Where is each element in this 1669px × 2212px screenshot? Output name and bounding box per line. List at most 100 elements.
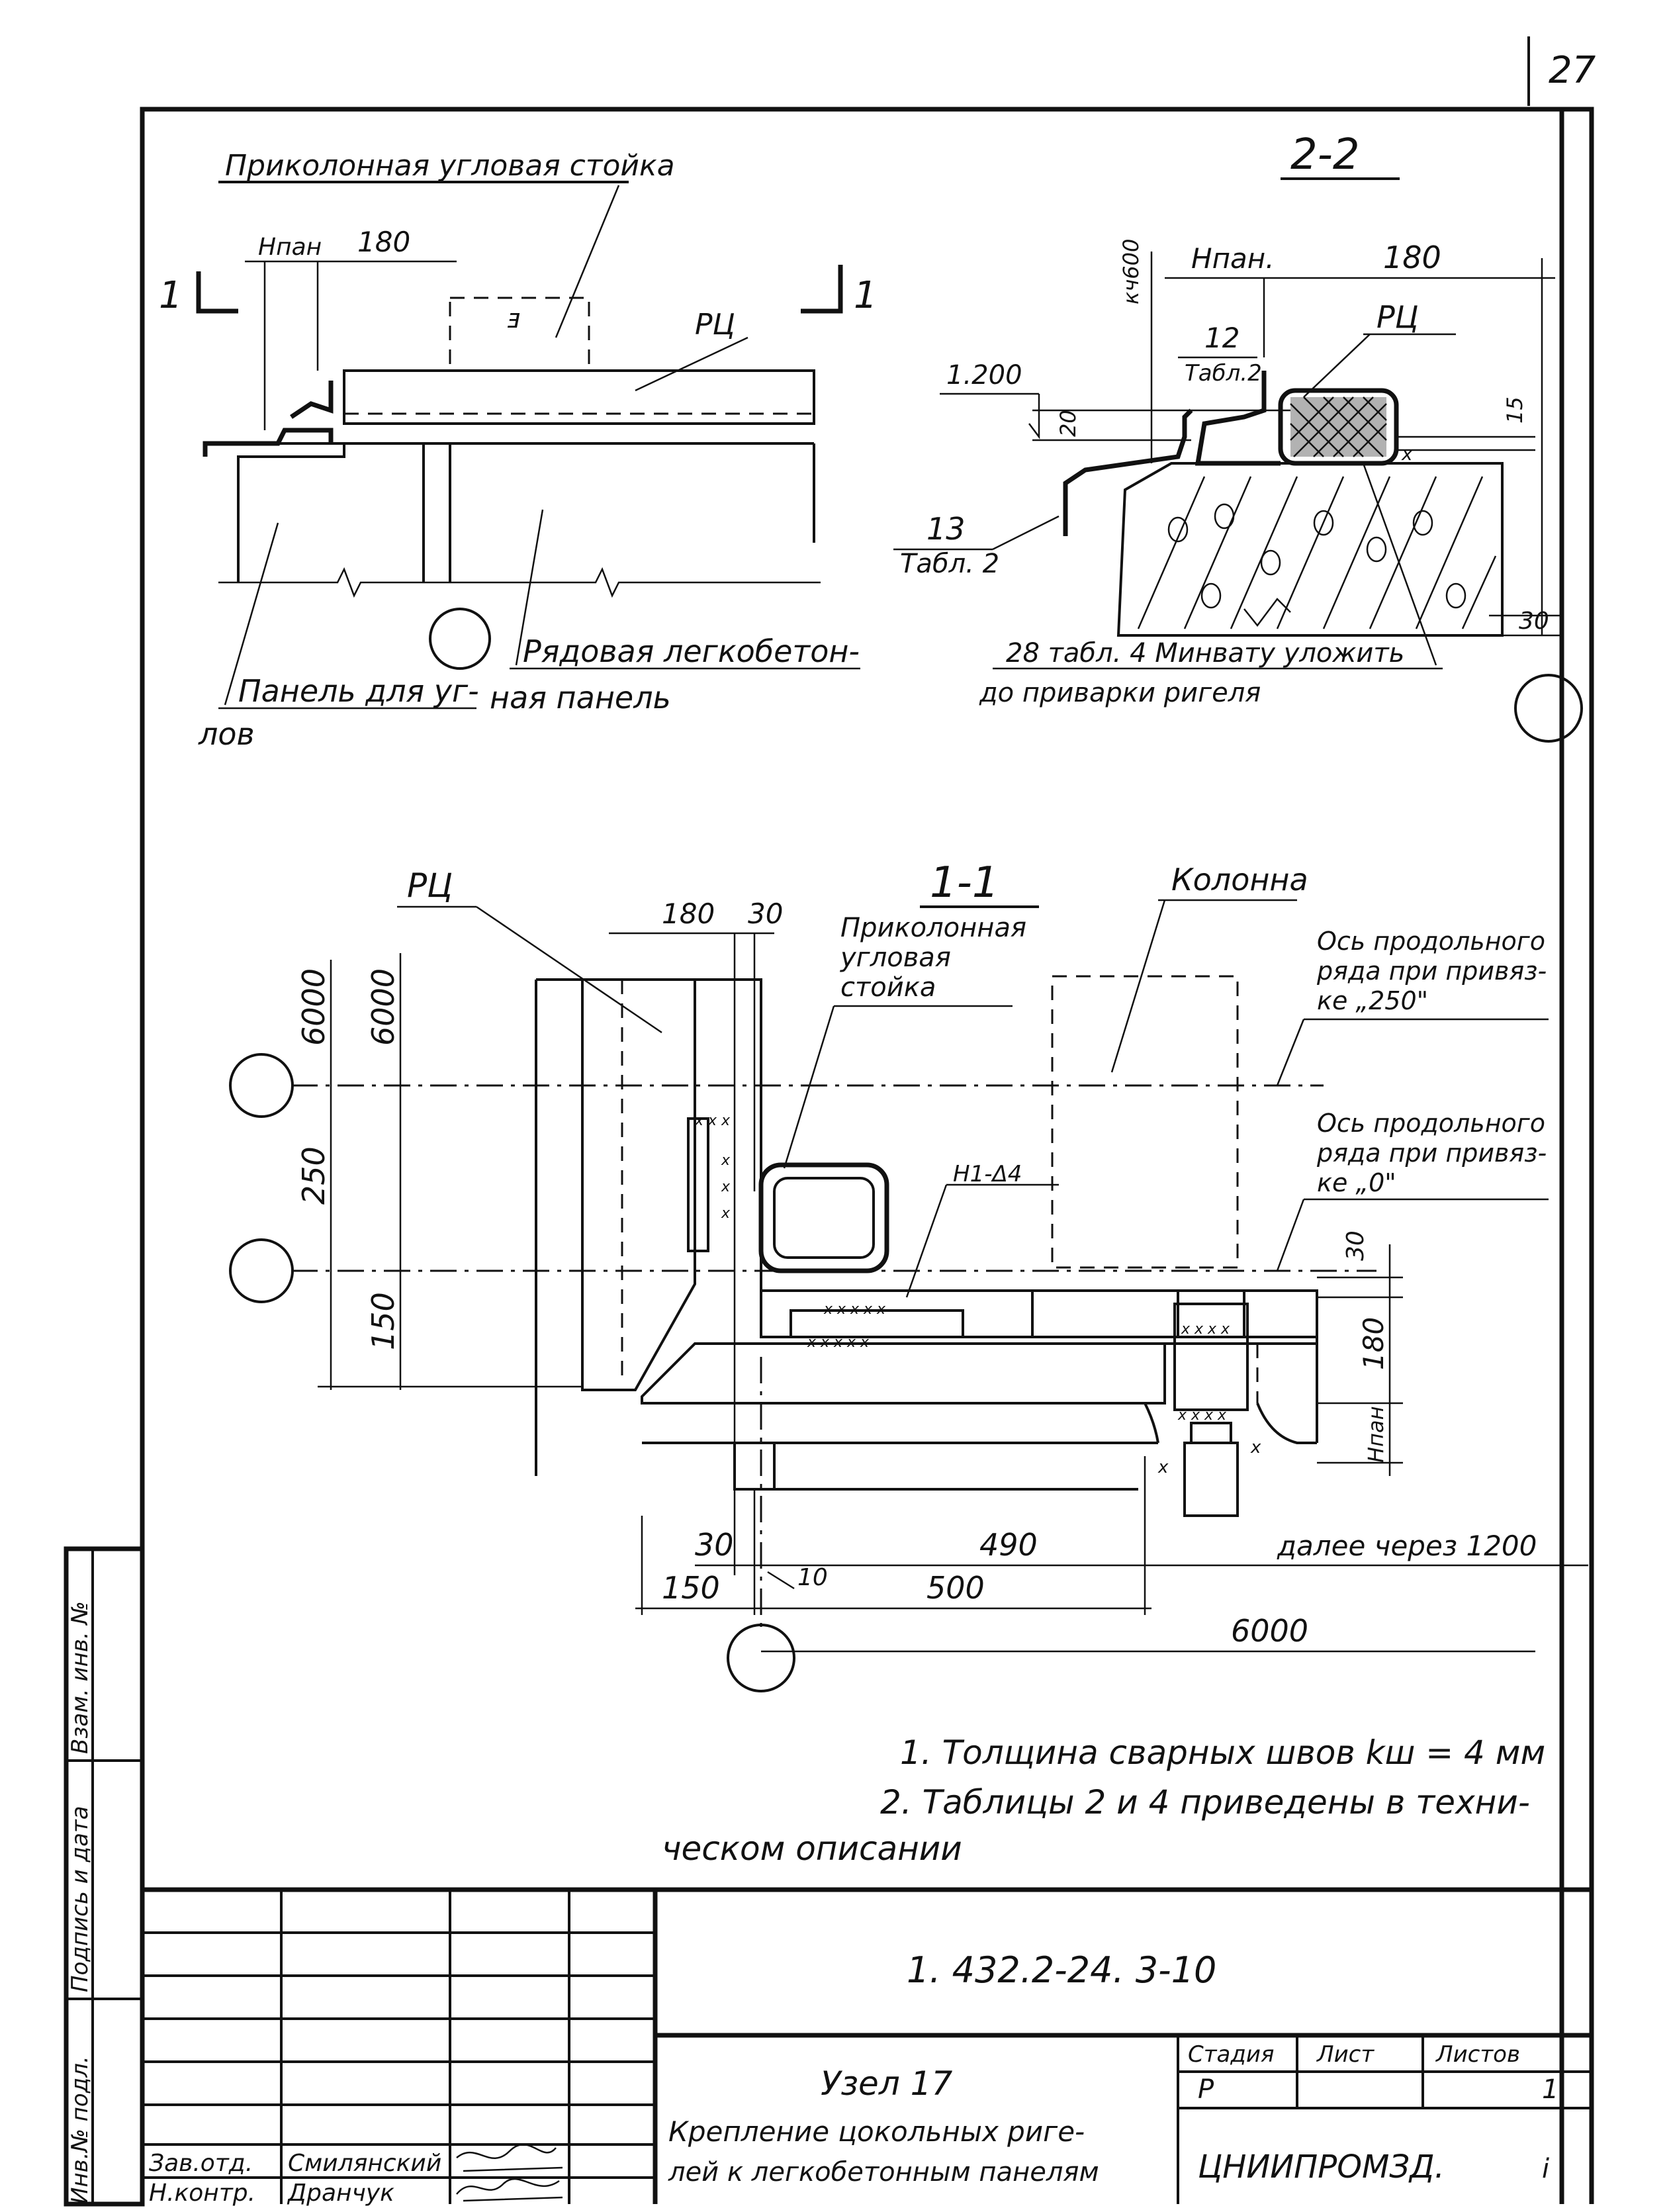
s11-dim-further: далее через 1200 <box>1277 1530 1537 1562</box>
tb-col-sheets-label: Листов <box>1435 2041 1520 2068</box>
s22-weld-x: x <box>1401 443 1413 465</box>
s11-break-curve-2 <box>1256 1403 1317 1444</box>
s11-axis0-2: ряда при привяз- <box>1316 1138 1547 1168</box>
s11-dim-10-leader <box>767 1571 795 1590</box>
row-panel-leader <box>515 509 544 666</box>
s11-square-tube <box>758 1162 889 1273</box>
s11-post <box>1183 1442 1239 1517</box>
s11-dim-6000-a: 6000 <box>296 968 332 1046</box>
svg-text:x: x <box>721 1179 731 1195</box>
s11-axis0-3: ке „0" <box>1317 1168 1396 1197</box>
break-line <box>218 567 821 598</box>
column-dashed <box>449 297 590 372</box>
svg-text:x: x <box>721 1205 731 1222</box>
label-corner-panel-2: лов <box>198 716 255 752</box>
s11-stand-2: угловая <box>840 943 951 973</box>
tb-name-1: Смилянский <box>288 2150 441 2177</box>
s11-ground-panel <box>641 1342 1166 1405</box>
s11-label-rc: РЦ <box>407 866 453 905</box>
s11-dim-6000-bottom: 6000 <box>1231 1613 1308 1649</box>
rigel-rc <box>343 369 815 425</box>
s11-dim-30-top: 30 <box>748 898 783 930</box>
corner-panel <box>237 443 345 582</box>
s22-axis-circle <box>1514 674 1583 743</box>
label-row-panel-2: ная панель <box>490 680 671 715</box>
s22-dim-180: 180 <box>1383 240 1441 275</box>
tb-role-1: Зав.отд. <box>149 2150 253 2177</box>
s22-13-leader <box>992 515 1060 551</box>
corner-panel-leader <box>224 522 279 706</box>
s11-axis250-2: ряда при привяз- <box>1316 956 1547 986</box>
s22-concrete-panel <box>1116 462 1504 637</box>
s11-stand-3: стойка <box>840 972 936 1003</box>
s11-weld-x-a: x <box>1157 1457 1169 1477</box>
s11-axis250-3: ке „250" <box>1317 986 1428 1015</box>
s22-mineral-wool <box>1290 396 1387 457</box>
tb-role-2: Н.контр. <box>149 2180 255 2207</box>
s11-label-column: Колонна <box>1171 862 1308 898</box>
s11-weld-mark: Н1-Δ4 <box>953 1161 1022 1187</box>
s11-dim-30-right: 30 <box>1342 1230 1369 1261</box>
s11-rigel-plate <box>789 1309 964 1338</box>
s22-note-2: до приварки ригеля <box>979 678 1261 708</box>
axis-circle-upper <box>229 1053 294 1118</box>
s11-rigel-upper <box>760 1289 1318 1338</box>
page-number: 27 <box>1549 49 1596 92</box>
s22-profile-13 <box>1063 408 1193 536</box>
s11-dim-490: 490 <box>979 1527 1038 1563</box>
tb-org: ЦНИИПРОМЗД. <box>1198 2148 1445 2186</box>
svg-text:x: x <box>721 1152 731 1169</box>
s11-wall-outline <box>536 978 762 1297</box>
s11-rib-left <box>733 1442 776 1491</box>
s11-weld-mark-leader <box>905 1184 948 1298</box>
s11-dim-150-bottom: 150 <box>662 1570 720 1606</box>
tb-title-3: лей к легкобетонным панелям <box>668 2157 1099 2188</box>
axis-circle-1 <box>429 608 491 670</box>
s22-dim-15: 15 <box>1502 396 1527 424</box>
note-2b: ческом описании <box>662 1829 962 1868</box>
s22-dim-30: 30 <box>1519 608 1549 635</box>
s11-dim-6000-b: 6000 <box>365 968 401 1046</box>
label-corner-panel-1: Панель для уг- <box>238 673 479 709</box>
rc-leader <box>635 336 748 392</box>
profile-13 <box>203 428 334 457</box>
axis-circle-lower <box>229 1238 294 1303</box>
dim-180: 180 <box>357 226 410 258</box>
side-stamp: Инв.№ подл. Подпись и дата Взам. инв. № <box>64 1546 145 2207</box>
break-mark: ⱻ <box>506 304 520 334</box>
title-block: 1. 432.2-24. 3-10 Узел 17 Крепление цоко… <box>142 1887 1592 2207</box>
s22-dim-hpan: Нпан. <box>1191 242 1275 275</box>
profile-12 <box>290 381 334 419</box>
s11-dim-180-top: 180 <box>662 898 715 930</box>
s11-dim-150: 150 <box>365 1292 401 1350</box>
s11-stand-leader <box>783 1005 835 1169</box>
s11-axis250-1: Ось продольного <box>1317 927 1545 956</box>
cut-label-left: 1 <box>159 274 183 317</box>
s11-dim-10: 10 <box>797 1564 828 1591</box>
s11-dim-250: 250 <box>296 1146 332 1205</box>
s11-dim-180-right: 180 <box>1357 1317 1390 1370</box>
note-1: 1. Толщина сварных швов kш = 4 мм <box>900 1733 1545 1772</box>
s22-dim-k600: кч600 <box>1118 239 1144 304</box>
s11-weld-x-b: x <box>1250 1438 1261 1457</box>
s11-weld-x-row1: x x x x x <box>823 1301 886 1318</box>
s22-label-13-tab: Табл. 2 <box>900 549 999 579</box>
s22-rc-leader <box>1303 334 1371 398</box>
label-row-panel-1: Рядовая легкобетон- <box>523 633 860 669</box>
s11-rc-panel <box>581 978 696 1391</box>
section-2-2: 2-2 Нпан. 180 кч600 РЦ 12 Табл.2 1.200 2… <box>893 130 1583 743</box>
tb-stage-value: Р <box>1198 2074 1214 2105</box>
s11-bracket <box>1173 1303 1249 1411</box>
s22-label-12: 12 <box>1204 322 1240 354</box>
s22-note-1: 28 табл. 4 Минвату уложить <box>1006 638 1404 668</box>
s11-column <box>1051 975 1239 1269</box>
cut-mark-left <box>196 271 238 314</box>
s22-dim-20: 20 <box>1056 410 1081 437</box>
s22-label-12-tab: Табл.2 <box>1185 360 1262 387</box>
s11-rc-leader <box>476 905 662 1034</box>
s11-axis0-leader <box>1276 1199 1305 1271</box>
notes: 1. Толщина сварных швов kш = 4 мм 2. Таб… <box>662 1733 1545 1868</box>
signature-2 <box>456 2178 563 2202</box>
s11-column-leader <box>1110 899 1166 1073</box>
